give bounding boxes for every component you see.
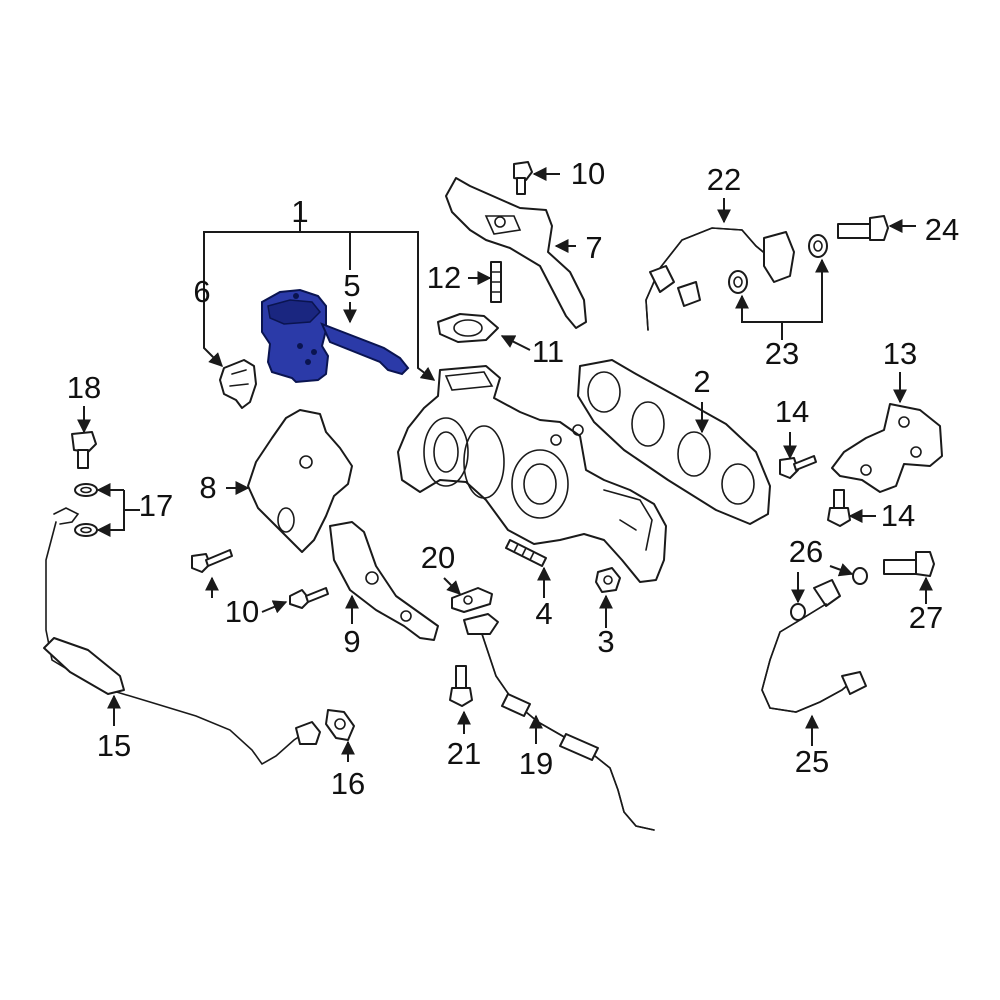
leader-line xyxy=(443,577,461,595)
callout-c11: 11 xyxy=(532,334,564,369)
bolt-10-top[interactable] xyxy=(513,161,533,195)
manifold-gasket[interactable] xyxy=(577,359,771,525)
wastegate-actuator[interactable] xyxy=(261,288,410,384)
callout-c3: 3 xyxy=(597,624,614,659)
callout-c5: 5 xyxy=(343,268,360,303)
callout-c2: 2 xyxy=(693,364,710,399)
callout-c16: 16 xyxy=(331,766,365,801)
callout-c15: 15 xyxy=(97,728,131,763)
callout-c1: 1 xyxy=(291,194,308,229)
callout-c10b: 10 xyxy=(225,594,259,629)
nut-3[interactable] xyxy=(595,567,621,593)
callout-c14b: 14 xyxy=(881,498,915,533)
gasket-20[interactable] xyxy=(451,587,493,613)
callout-c20: 20 xyxy=(421,540,455,575)
banjo-bolt-27[interactable] xyxy=(883,551,935,577)
leader-line xyxy=(735,294,783,340)
callout-c4: 4 xyxy=(535,596,552,631)
coolant-line-22[interactable] xyxy=(645,227,795,331)
sealing-washers-26[interactable] xyxy=(790,567,868,621)
callout-c14a: 14 xyxy=(775,394,809,429)
callout-c8: 8 xyxy=(199,470,216,505)
heat-shield-upper[interactable] xyxy=(445,177,587,329)
actuator-bracket[interactable] xyxy=(219,359,257,409)
stud-12[interactable] xyxy=(490,261,502,303)
callout-c23: 23 xyxy=(765,336,799,371)
gasket-16[interactable] xyxy=(325,709,355,741)
bracket-9[interactable] xyxy=(329,521,439,641)
bolts-14[interactable] xyxy=(779,455,851,527)
leader-line xyxy=(203,316,223,367)
callout-c19: 19 xyxy=(519,746,553,781)
bolt-10-lower[interactable] xyxy=(191,549,329,609)
gasket-11[interactable] xyxy=(437,313,499,343)
leader-line xyxy=(261,600,288,614)
callout-c21: 21 xyxy=(447,736,481,771)
callout-c26: 26 xyxy=(789,534,823,569)
callout-c18: 18 xyxy=(67,370,101,405)
banjo-bolt-24[interactable] xyxy=(837,215,889,241)
oil-return-line-19[interactable] xyxy=(463,613,655,831)
callout-c7: 7 xyxy=(585,230,602,265)
coolant-line-25[interactable] xyxy=(761,579,867,713)
bolt-21[interactable] xyxy=(449,665,473,707)
callout-c24: 24 xyxy=(925,212,959,247)
sealing-washers-17[interactable] xyxy=(74,483,98,537)
leader-line xyxy=(203,231,436,381)
banjo-bolt-18[interactable] xyxy=(71,431,97,469)
leader-line xyxy=(96,490,125,537)
leader-line xyxy=(782,258,829,323)
oil-line-15[interactable] xyxy=(43,507,321,766)
callout-c17: 17 xyxy=(139,488,173,523)
callout-c22: 22 xyxy=(707,162,741,197)
callout-c13: 13 xyxy=(883,336,917,371)
callout-labels: 1234567891010111213141415161718192021222… xyxy=(67,156,959,801)
callout-c10a: 10 xyxy=(571,156,605,191)
callout-c25: 25 xyxy=(795,744,829,779)
sealing-washers-23[interactable] xyxy=(728,234,828,294)
callout-leaders xyxy=(77,167,933,762)
callout-c12: 12 xyxy=(427,260,461,295)
callout-c9: 9 xyxy=(343,624,360,659)
stud-4[interactable] xyxy=(505,539,547,567)
callout-c27: 27 xyxy=(909,600,943,635)
bracket-13[interactable] xyxy=(831,403,943,493)
turbocharger-assembly[interactable] xyxy=(397,365,667,583)
leader-line xyxy=(500,335,531,351)
leader-line xyxy=(829,563,854,577)
callout-c6: 6 xyxy=(193,274,210,309)
